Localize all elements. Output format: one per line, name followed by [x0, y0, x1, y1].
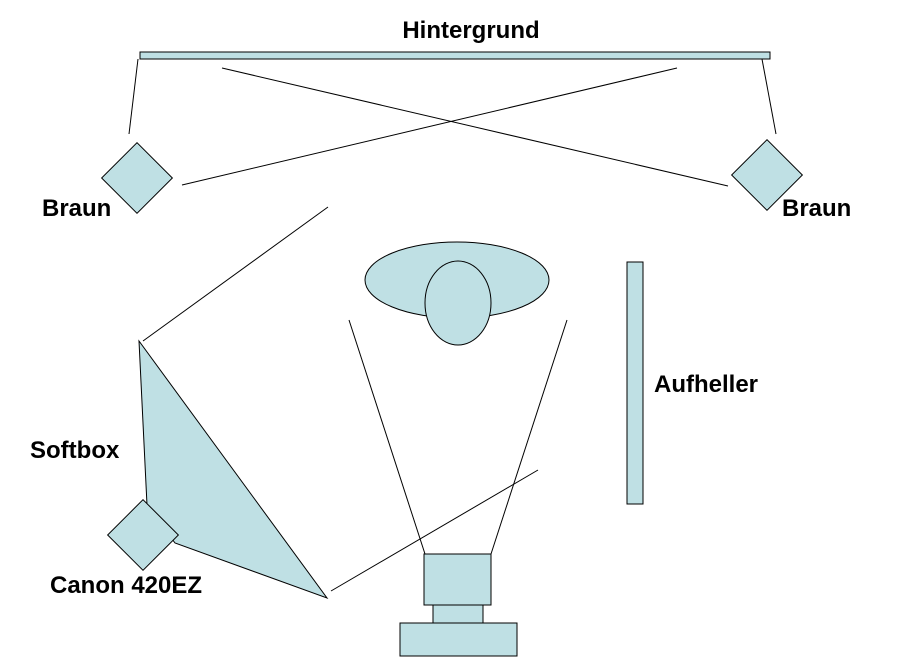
- label-reflector: Aufheller: [654, 371, 758, 398]
- label-light-left: Braun: [42, 195, 111, 222]
- subject-head: [424, 260, 492, 346]
- light-right: [730, 138, 804, 212]
- beam-left-cross: [181, 67, 678, 186]
- beam-right-edge: [761, 58, 777, 135]
- reflector-board: [626, 261, 644, 505]
- softbox-beam-bottom: [330, 469, 539, 592]
- camera-body: [399, 622, 518, 657]
- flash-unit: [106, 498, 180, 572]
- label-flash: Canon 420EZ: [50, 572, 202, 599]
- camera-lens: [423, 553, 492, 606]
- softbox: [138, 339, 329, 600]
- beam-left-edge: [128, 58, 139, 135]
- camera-view-right: [490, 319, 568, 555]
- beam-right-cross: [221, 67, 729, 187]
- background-board: [139, 51, 771, 60]
- label-background: Hintergrund: [402, 17, 539, 44]
- label-light-right: Braun: [782, 195, 851, 222]
- softbox-beam-top: [142, 206, 329, 342]
- camera-view-left: [348, 319, 426, 555]
- camera-mount: [432, 604, 484, 624]
- light-left: [100, 141, 174, 215]
- label-softbox: Softbox: [30, 437, 120, 464]
